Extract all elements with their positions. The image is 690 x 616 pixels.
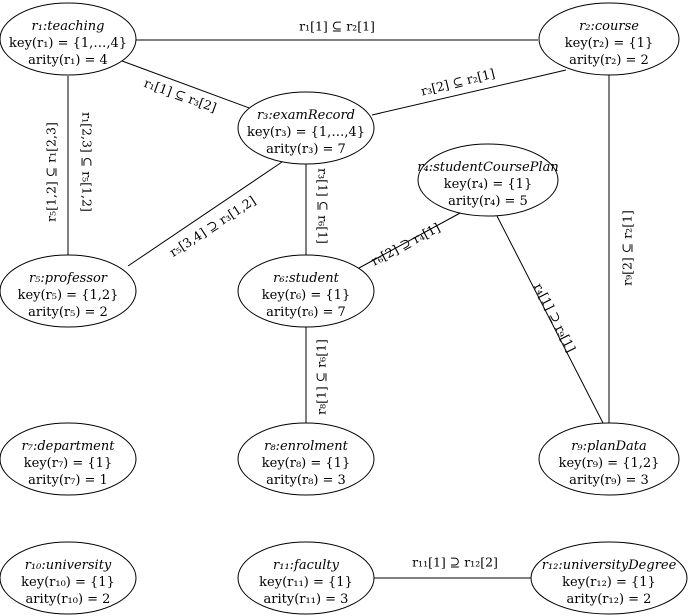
node-key: key(r₈) = {1}: [262, 456, 350, 471]
edges-layer: [67, 39, 610, 579]
node-title: r₃:examRecord: [257, 108, 355, 123]
edge-label: r₄[1] ⊇ r₉[1]: [531, 280, 579, 354]
node-title: r₁₁:faculty: [273, 558, 340, 573]
edge-label: r₃[1] ⊆ r₆[1]: [316, 168, 331, 244]
node-r10: r₁₀:university key(r₁₀) = {1} arity(r₁₀) =…: [0, 541, 137, 615]
node-ellipse: [0, 254, 137, 328]
node-title: r₅:professor: [29, 271, 108, 286]
node-arity: arity(r₁₁) = 3: [264, 592, 349, 607]
node-title: r₉:planData: [571, 439, 647, 454]
node-ellipse: [530, 541, 688, 615]
node-ellipse: [237, 541, 375, 615]
node-ellipse: [538, 422, 680, 496]
node-key: key(r₁₁) = {1}: [259, 575, 353, 590]
node-title: r₄:studentCoursePlan: [417, 160, 558, 175]
node-ellipse: [538, 2, 680, 76]
node-title: r₈:enrolment: [264, 439, 348, 454]
node-title: r₁₀:university: [25, 558, 112, 573]
node-r5: r₅:professor key(r₅) = {1,2} arity(r₅) = 2: [0, 254, 137, 328]
node-key: key(r₆) = {1}: [262, 288, 350, 303]
node-ellipse: [0, 422, 137, 496]
edge-label: r₅[1,2] ⊆ r₁[2,3]: [44, 122, 59, 222]
edge-r3-r2: [371, 69, 567, 116]
node-key: key(r₁₀) = {1}: [21, 575, 115, 590]
node-title: r₁₂:universityDegree: [542, 558, 677, 573]
node-r3: r₃:examRecord key(r₃) = {1,…,4} arity(r₃) …: [237, 91, 375, 165]
node-title: r₆:student: [273, 271, 339, 286]
node-arity: arity(r₇) = 1: [28, 473, 108, 488]
node-title: r₁:teaching: [32, 19, 105, 34]
edge-label: r₁₁[1] ⊇ r₁₂[2]: [412, 555, 498, 570]
node-r7: r₇:department key(r₇) = {1} arity(r₇) = 1: [0, 422, 137, 496]
node-arity: arity(r₅) = 2: [28, 305, 108, 320]
node-arity: arity(r₃) = 7: [266, 142, 346, 157]
node-ellipse: [417, 143, 559, 217]
node-r4: r₄:studentCoursePlan key(r₄) = {1} arity(r…: [417, 143, 559, 217]
node-arity: arity(r₄) = 5: [448, 194, 528, 209]
edge-r1-r3: [113, 57, 261, 113]
node-ellipse: [0, 2, 137, 76]
edge-label: r₃[2] ⊆ r₂[1]: [419, 66, 496, 99]
node-r9: r₉:planData key(r₉) = {1,2} arity(r₉) = 3: [538, 422, 680, 496]
edge-label: r₁[1] ⊆ r₂[1]: [299, 19, 375, 34]
edge-label: r₅[3,4] ⊇ r₃[1,2]: [167, 193, 259, 260]
node-r11: r₁₁:faculty key(r₁₁) = {1} arity(r₁₁) = 3: [237, 541, 375, 615]
node-ellipse: [237, 91, 375, 165]
edge-label: r₉[2] ⊆ r₂[1]: [620, 210, 635, 286]
node-key: key(r₁) = {1,…,4}: [9, 36, 127, 51]
node-title: r₂:course: [579, 19, 639, 34]
node-title: r₇:department: [22, 439, 116, 454]
node-r8: r₈:enrolment key(r₈) = {1} arity(r₈) = 3: [237, 422, 375, 496]
node-key: key(r₅) = {1,2}: [18, 288, 119, 303]
node-arity: arity(r₁₀) = 2: [26, 592, 111, 607]
node-key: key(r₂) = {1}: [565, 36, 653, 51]
node-r2: r₂:course key(r₂) = {1} arity(r₂) = 2: [538, 2, 680, 76]
node-arity: arity(r₂) = 2: [569, 53, 649, 68]
node-arity: arity(r₆) = 7: [266, 305, 346, 320]
node-r6: r₆:student key(r₆) = {1} arity(r₆) = 7: [237, 254, 375, 328]
edge-label: r₈[1] ⊆ r₆[1]: [314, 339, 329, 415]
edge-r6-r4: [358, 211, 463, 269]
node-key: key(r₄) = {1}: [444, 177, 532, 192]
edge-r4-r9: [496, 215, 604, 424]
node-r12: r₁₂:universityDegree key(r₁₂) = {1} arity(…: [530, 541, 688, 615]
node-arity: arity(r₁₂) = 2: [567, 592, 652, 607]
node-key: key(r₉) = {1,2}: [559, 456, 660, 471]
node-arity: arity(r₁) = 4: [28, 53, 108, 68]
node-arity: arity(r₈) = 3: [266, 473, 346, 488]
node-ellipse: [237, 254, 375, 328]
edge-label: r₁[1] ⊆ r₃[2]: [142, 75, 218, 115]
node-r1: r₁:teaching key(r₁) = {1,…,4} arity(r₁) = …: [0, 2, 137, 76]
node-key: key(r₇) = {1}: [24, 456, 112, 471]
node-arity: arity(r₉) = 3: [569, 473, 649, 488]
edge-r3-r5: [127, 161, 283, 267]
node-ellipse: [0, 541, 137, 615]
edge-label: r₁[2,3] ⊆ r₅[1,2]: [80, 112, 95, 212]
edge-label: r₆[2] ⊇ r₄[1]: [369, 220, 443, 269]
node-key: key(r₃) = {1,…,4}: [247, 125, 365, 140]
node-ellipse: [237, 422, 375, 496]
node-key: key(r₁₂) = {1}: [562, 575, 656, 590]
